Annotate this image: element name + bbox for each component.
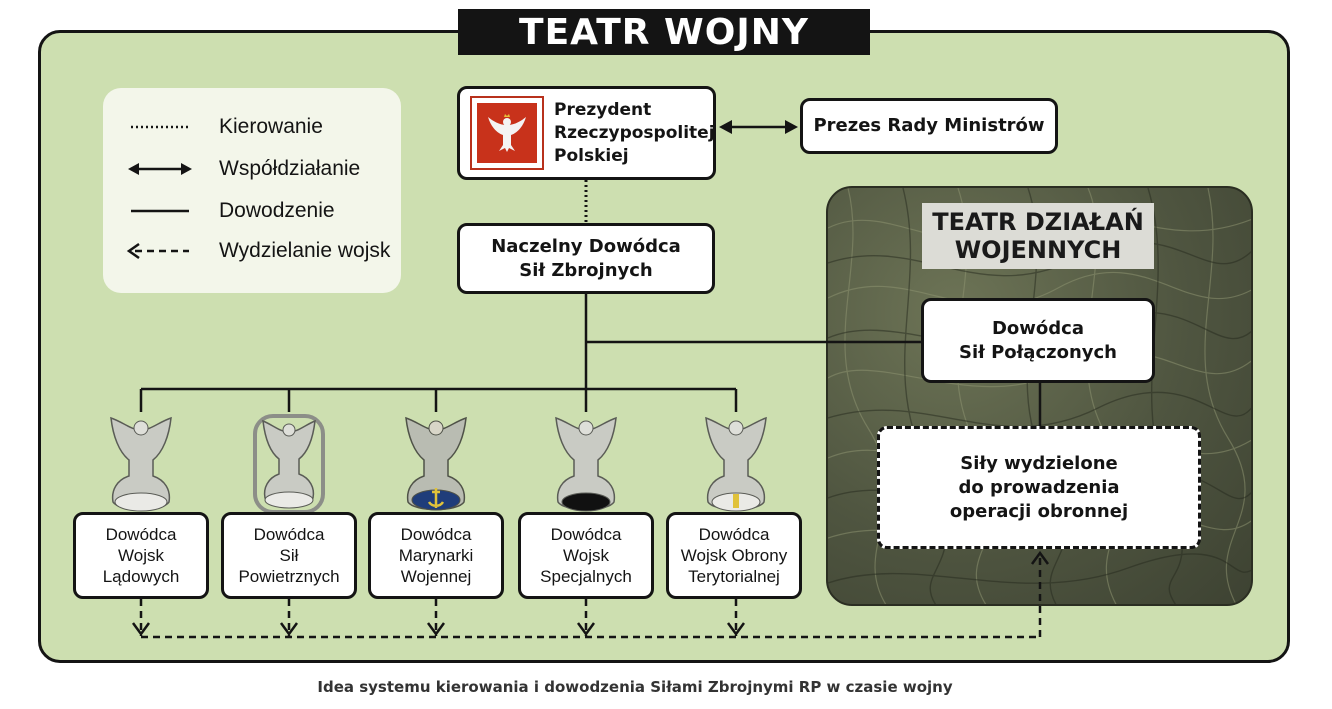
commander-in-chief-line1: Naczelny Dowódca (491, 235, 681, 257)
navy-eagle-badge-icon (405, 416, 467, 511)
legend-label: Dowodzenie (219, 199, 335, 222)
president-box: Prezydent Rzeczypospolitej Polskiej (457, 86, 716, 180)
joint-commander-line2: Sił Połączonych (958, 341, 1117, 363)
president-line3: Polskiej (554, 145, 629, 166)
diagram-title: TEATR WOJNY (458, 9, 870, 55)
commander-line1: Dowódca (550, 525, 622, 544)
commander-line3: Wojennej (400, 567, 472, 586)
legend-item-wydzielanie: Wydzielanie wojsk (103, 236, 401, 266)
solid-line-icon (131, 209, 189, 213)
president-line1: Prezydent (554, 99, 652, 120)
commander-line3: Lądowych (102, 567, 180, 586)
commander-in-chief-line2: Sił Zbrojnych (519, 259, 653, 281)
legend-label: Kierowanie (219, 115, 323, 138)
joint-commander-line1: Dowódca (991, 317, 1084, 339)
joint-forces-commander-box: Dowódca Sił Połączonych (921, 298, 1155, 383)
commander-line3: Powietrznych (238, 567, 340, 586)
connector-wydzielanie (139, 556, 1042, 639)
allocated-forces-box: Siły wydzielone do prowadzenia operacji … (877, 426, 1201, 549)
land-forces-eagle-badge-icon (110, 416, 172, 512)
special-forces-eagle-badge-icon (555, 416, 617, 512)
commander-line1: Dowódca (698, 525, 770, 544)
figure-caption: Idea systemu kierowania i dowodzenia Sił… (317, 678, 953, 696)
legend-item-kierowanie: Kierowanie (103, 112, 401, 142)
commander-line2: Marynarki (398, 546, 474, 565)
commander-line2: Wojsk (563, 546, 609, 565)
territorial-defence-eagle-badge-icon (705, 416, 767, 512)
president-line2: Rzeczypospolitej (554, 122, 715, 143)
legend-label: Współdziałanie (219, 157, 361, 180)
polish-eagle-emblem-icon (470, 96, 544, 170)
dashed-arrow-icon (126, 242, 189, 260)
commander-line2: Wojsk (118, 546, 164, 565)
commander-line2: Wojsk Obrony (680, 546, 788, 565)
prime-minister-label: Prezes Rady Ministrów (813, 115, 1045, 136)
legend-label: Wydzielanie wojsk (219, 239, 391, 262)
commander-line3: Terytorialnej (688, 567, 780, 586)
air-force-eagle-badge-icon (253, 414, 325, 514)
double-arrow-icon (128, 163, 192, 175)
territorial-defence-commander-box: Dowódca Wojsk Obrony Terytorialnej (666, 512, 802, 599)
prime-minister-box: Prezes Rady Ministrów (800, 98, 1058, 154)
special-forces-commander-box: Dowódca Wojsk Specjalnych (518, 512, 654, 599)
navy-commander-box: Dowódca Marynarki Wojennej (368, 512, 504, 599)
allocated-line2: do prowadzenia (958, 476, 1120, 498)
commander-line1: Dowódca (253, 525, 325, 544)
land-forces-commander-box: Dowódca Wojsk Lądowych (73, 512, 209, 599)
allocated-line1: Siły wydzielone (960, 452, 1118, 474)
allocated-line3: operacji obronnej (949, 500, 1129, 522)
commander-line1: Dowódca (105, 525, 177, 544)
legend-item-dowodzenie: Dowodzenie (103, 196, 401, 226)
commander-line2: Sił (279, 546, 299, 565)
theater-of-operations-title: TEATR DZIAŁAŃ WOJENNYCH (922, 203, 1154, 269)
commander-line3: Specjalnych (540, 567, 632, 586)
theater-title-line2: WOJENNYCH (954, 236, 1122, 264)
commander-line1: Dowódca (400, 525, 472, 544)
commander-in-chief-box: Naczelny Dowódca Sił Zbrojnych (457, 223, 715, 294)
theater-title-line1: TEATR DZIAŁAŃ (932, 208, 1144, 236)
legend-item-wspoldzialanie: Współdziałanie (103, 154, 401, 184)
air-force-commander-box: Dowódca Sił Powietrznych (221, 512, 357, 599)
legend: Kierowanie Współdziałanie Dowodzenie Wyd… (103, 88, 401, 293)
